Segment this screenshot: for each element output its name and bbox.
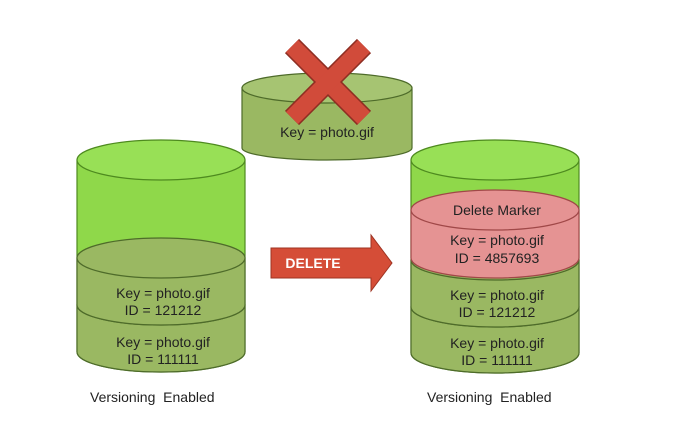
- right-arrow-icon: DELETE: [270, 233, 393, 293]
- right-object-2-key: Key = photo.gif: [450, 335, 544, 351]
- red-x-icon: [284, 38, 372, 126]
- left-object-version-1: Key = photo.gif ID = 121212: [76, 237, 246, 326]
- left-object-2-key: Key = photo.gif: [116, 334, 210, 350]
- right-bucket: Key = photo.gif ID = 111111 Key = photo.…: [410, 139, 580, 374]
- deleted-object-key: Key = photo.gif: [280, 124, 374, 140]
- delete-marker: Delete Marker Key = photo.gif ID = 48576…: [410, 189, 580, 279]
- left-object-1-key: Key = photo.gif: [116, 285, 210, 301]
- right-object-1-key: Key = photo.gif: [450, 287, 544, 303]
- left-object-2-id: ID = 111111: [127, 351, 199, 367]
- left-bucket-caption: Versioning Enabled: [90, 389, 215, 405]
- left-bucket: Key = photo.gif ID = 111111 Key = photo.…: [76, 139, 246, 373]
- right-object-1-id: ID = 121212: [459, 304, 536, 320]
- delete-marker-key: Key = photo.gif: [450, 232, 544, 248]
- right-bucket-caption: Versioning Enabled: [427, 389, 552, 405]
- right-object-version-1: Key = photo.gif ID = 121212: [410, 259, 580, 328]
- delete-operation-label: DELETE: [285, 255, 340, 271]
- delete-marker-title: Delete Marker: [453, 202, 541, 218]
- right-object-2-id: ID = 111111: [461, 352, 533, 368]
- delete-marker-id: ID = 4857693: [455, 250, 540, 266]
- left-object-1-id: ID = 121212: [125, 302, 202, 318]
